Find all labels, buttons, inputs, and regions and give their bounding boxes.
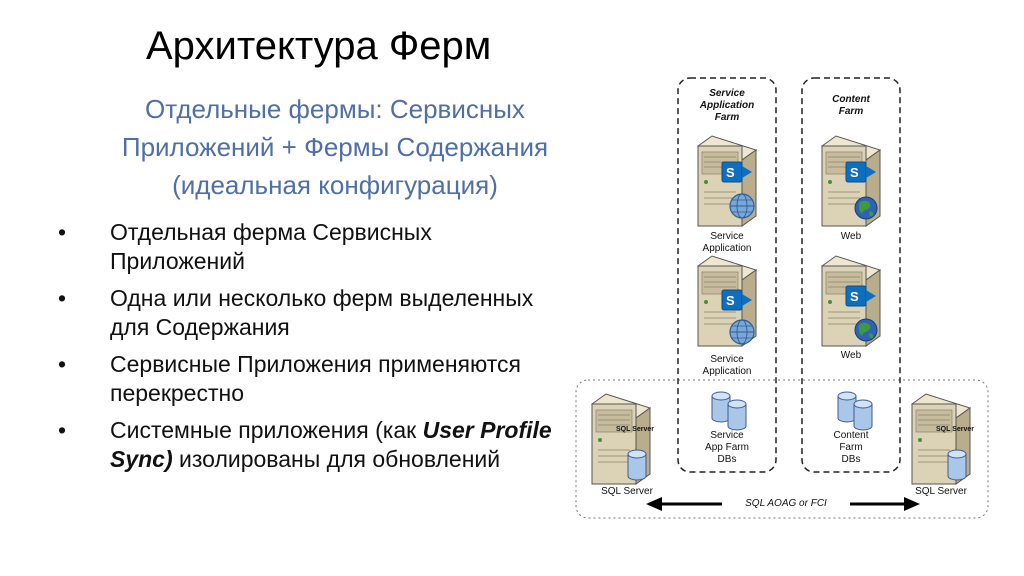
service-farm-label: Service Application Farm	[678, 88, 776, 124]
db-label-line: DBs	[841, 454, 861, 465]
db-label-line: DBs	[717, 454, 737, 465]
server-label-line: Application	[702, 243, 752, 254]
bullet-item: • Отдельная ферма Сервисных Приложений	[58, 218, 558, 276]
bullet-text-em: User Profile Sync)	[110, 417, 552, 472]
subtitle-line-1: Отдельные фермы: Сервисных	[145, 94, 525, 124]
db-label-line: Farm	[839, 442, 863, 453]
bullet-item: • Сервисные Приложения применяются перекр…	[58, 350, 558, 408]
db-label-line: Content	[833, 430, 869, 441]
sql-server-left-label: SQL Server	[601, 486, 653, 497]
bullet-dot-icon: •	[58, 351, 67, 377]
subtitle-line-3: (идеальная конфигурация)	[172, 170, 498, 200]
web-server-2-label: Web	[840, 350, 862, 361]
server-label-line: Service	[710, 231, 744, 242]
content-farm-label-line: Content	[832, 94, 870, 105]
bullet-text: Сервисные Приложения применяются перекре…	[110, 351, 521, 406]
sql-badge-right: SQL Server	[936, 426, 975, 433]
farm-diagram: S SQL Server	[570, 74, 994, 524]
web-server-1-label: Web	[840, 231, 862, 242]
bullet-text-post: изолированы для обновлений	[172, 446, 501, 472]
bullet-text-pre: Системные приложения (как	[110, 417, 423, 443]
bullet-dot-icon: •	[58, 285, 67, 311]
slide-subtitle: Отдельные фермы: Сервисных Приложений + …	[40, 90, 630, 204]
service-app-server-1-label: Service Application	[678, 231, 776, 255]
diagram-graphics: S SQL Server	[575, 77, 989, 519]
service-farm-label-line: Farm	[714, 112, 740, 123]
service-app-server-2-label: Service Application	[678, 354, 776, 378]
bullet-dot-icon: •	[58, 219, 67, 245]
server-label-line: Service	[710, 354, 744, 365]
bullet-item: • Системные приложения (как User Profile …	[58, 416, 558, 474]
service-farm-label-line: Application	[699, 100, 755, 111]
slide-title: Архитектура Ферм	[146, 24, 492, 68]
bullet-dot-icon: •	[58, 417, 67, 443]
server-label-line: Application	[702, 366, 752, 377]
service-farm-label-line: Service	[709, 88, 745, 99]
bullet-text: Отдельная ферма Сервисных Приложений	[110, 219, 432, 274]
subtitle-line-2: Приложений + Фермы Содержания	[121, 132, 549, 162]
db-label-line: Service	[710, 430, 744, 441]
bullet-text: Одна или несколько ферм выделенных для С…	[110, 285, 534, 340]
service-db-label: Service App Farm DBs	[678, 430, 776, 466]
db-label-line: App Farm	[705, 442, 749, 453]
sql-aoag-label: SQL AOAG or FCI	[745, 498, 827, 509]
content-farm-label: Content Farm	[802, 94, 900, 118]
content-farm-label-line: Farm	[838, 106, 864, 117]
sql-server-right-label: SQL Server	[915, 486, 967, 497]
bullet-list: • Отдельная ферма Сервисных Приложений • О…	[58, 218, 558, 482]
content-db-label: Content Farm DBs	[802, 430, 900, 466]
bullet-item: • Одна или несколько ферм выделенных для …	[58, 284, 558, 342]
sql-badge-left: SQL Server	[616, 426, 655, 433]
